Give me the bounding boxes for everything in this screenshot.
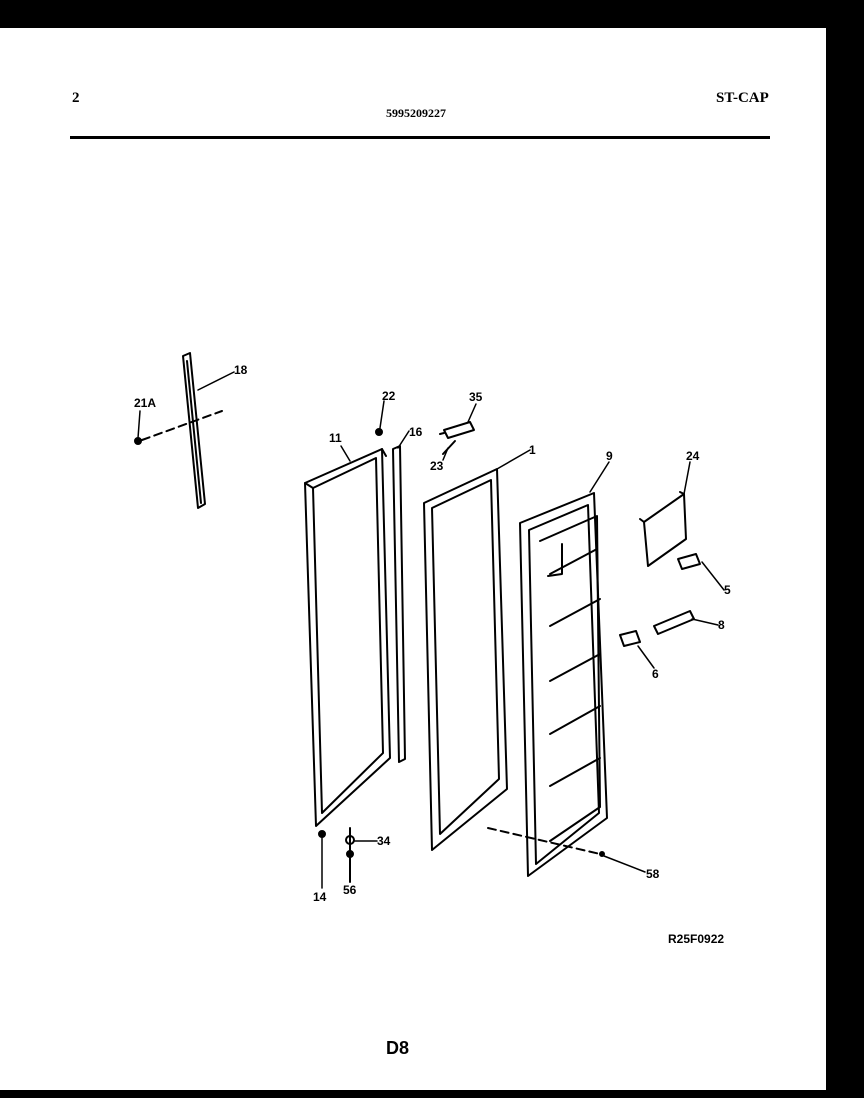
callout-23: 23 bbox=[430, 459, 444, 473]
model-code: ST-CAP bbox=[716, 90, 769, 106]
callout-35: 35 bbox=[469, 390, 483, 404]
header-rule bbox=[70, 136, 770, 139]
callout-9: 9 bbox=[606, 449, 613, 463]
callout-24: 24 bbox=[686, 449, 700, 463]
part-24-bracket bbox=[639, 491, 687, 567]
part-14-plug bbox=[318, 830, 326, 838]
leader-lines bbox=[137, 371, 725, 889]
callout-labels: 18 21A 22 11 16 35 23 1 9 24 5 8 6 34 14… bbox=[134, 363, 731, 904]
part-58-screw bbox=[487, 827, 605, 857]
callout-6: 6 bbox=[652, 667, 659, 681]
callout-22: 22 bbox=[382, 389, 396, 403]
part-18-handle bbox=[182, 352, 206, 509]
callout-16: 16 bbox=[409, 425, 423, 439]
part-6-hinge bbox=[619, 630, 641, 647]
part-number: 5995209227 bbox=[386, 106, 446, 120]
callout-11: 11 bbox=[329, 431, 342, 445]
callout-58: 58 bbox=[646, 867, 660, 881]
page-code: D8 bbox=[386, 1038, 410, 1058]
callout-5: 5 bbox=[724, 583, 731, 597]
part-11-outer-door bbox=[304, 448, 391, 827]
part-56-screw bbox=[346, 850, 354, 883]
part-5-hinge bbox=[677, 553, 701, 570]
callout-8: 8 bbox=[718, 618, 725, 632]
callout-18: 18 bbox=[234, 363, 248, 377]
reference-code: R25F0922 bbox=[668, 932, 725, 946]
part-9-inner-door-liner bbox=[519, 492, 608, 877]
exploded-view-diagram: 18 21A 22 11 16 35 23 1 9 24 5 8 6 34 14… bbox=[134, 352, 731, 904]
callout-14: 14 bbox=[313, 890, 327, 904]
callout-56: 56 bbox=[343, 883, 357, 897]
part-35-hinge bbox=[439, 421, 475, 455]
part-21a-screw bbox=[134, 410, 223, 445]
callout-34: 34 bbox=[377, 834, 391, 848]
callout-1: 1 bbox=[529, 443, 536, 457]
page-number: 2 bbox=[72, 90, 80, 106]
part-16-trim-strip bbox=[392, 445, 406, 763]
part-1-gasket bbox=[423, 468, 508, 851]
part-22-screw bbox=[375, 428, 383, 436]
part-8-bar bbox=[653, 610, 695, 635]
diagram-sheet: 2 5995209227 ST-CAP bbox=[0, 28, 826, 1090]
callout-21a: 21A bbox=[134, 396, 156, 410]
